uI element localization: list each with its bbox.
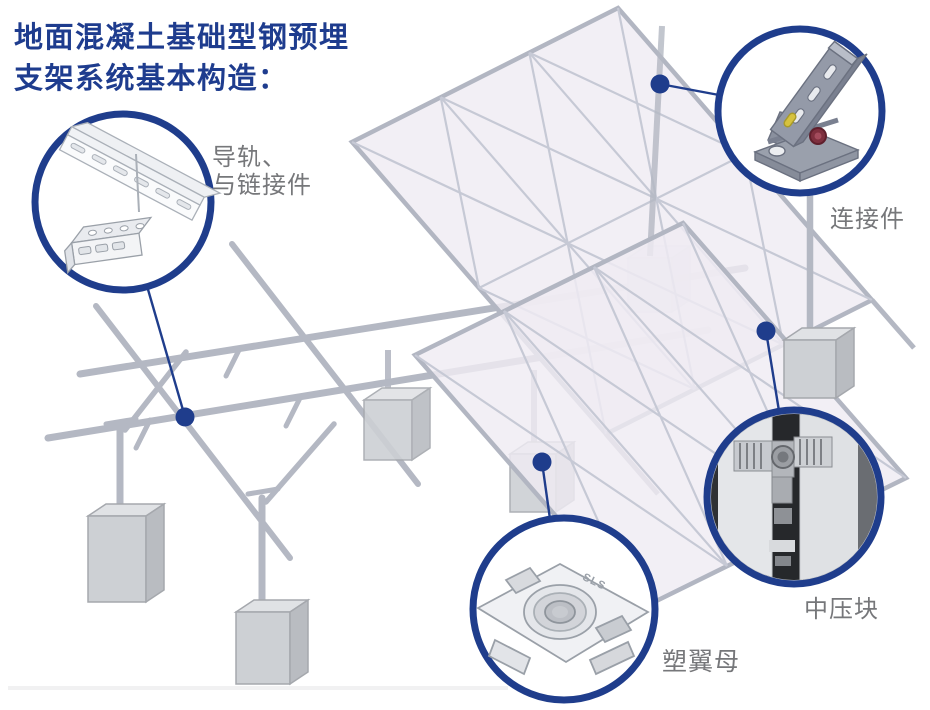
wing-nut-illustration — [476, 562, 650, 676]
page-title-line1: 地面混凝土基础型钢预埋 — [14, 22, 350, 54]
page-title: 地面混凝土基础型钢预埋 支架系统基本构造： — [14, 18, 350, 100]
callout-line-wingnut — [540, 461, 552, 520]
callout-dots — [175, 74, 776, 472]
callout-dot-rail — [175, 407, 195, 427]
connector-detail-illustration — [753, 40, 868, 183]
rail-label-line2: 与链接件 — [212, 172, 312, 199]
rail-label: 导轨、 与链接件 — [212, 144, 312, 200]
rail-label-line1: 导轨、 — [212, 144, 287, 171]
page-title-line2: 支架系统基本构造： — [14, 63, 289, 95]
callout-line-midclamp — [764, 330, 781, 412]
wing-nut-label: 塑翼母 — [662, 648, 741, 676]
callout-circle-rail — [31, 110, 222, 294]
ground-shadow — [8, 686, 508, 690]
rail-detail-illustration — [58, 122, 222, 275]
mid-clamp-photo — [711, 414, 877, 580]
mid-clamp-label: 中压块 — [804, 596, 879, 623]
callout-dot-connector — [650, 74, 670, 94]
rail-splice-illustration — [64, 216, 153, 275]
support-frame-front — [103, 146, 814, 620]
callout-leaders — [145, 82, 781, 520]
callout-dot-wingnut — [532, 452, 552, 472]
connector-label: 连接件 — [830, 206, 905, 233]
callout-line-rail — [145, 285, 187, 418]
callout-circle-connector — [714, 25, 886, 197]
callout-line-connector — [659, 82, 720, 97]
concrete-footings-front — [85, 326, 857, 686]
callout-circle-wingnut — [469, 514, 659, 704]
callout-circle-midclamp — [703, 406, 885, 588]
callout-dot-midclamp — [756, 321, 776, 341]
